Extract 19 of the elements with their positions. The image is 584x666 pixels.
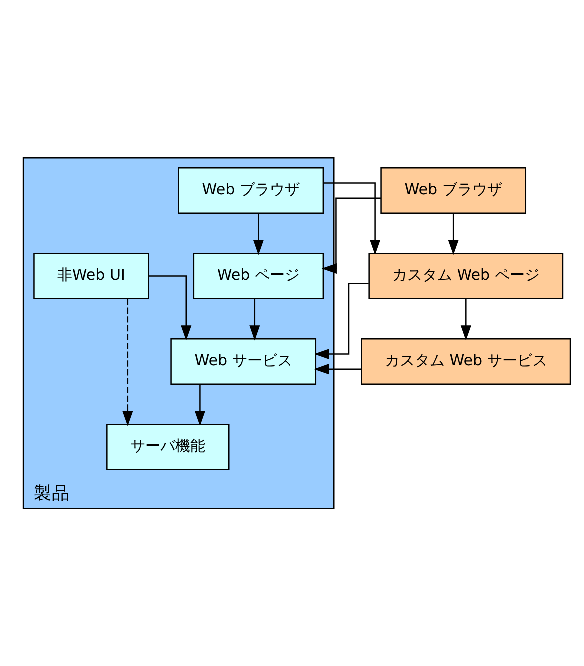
arrow (314, 364, 362, 374)
node-box: 非Web UI (34, 252, 150, 300)
arrow (194, 384, 206, 426)
node-box: Web サービス (170, 338, 317, 385)
node-box: Web ブラウザ (178, 167, 324, 214)
arrow (148, 275, 192, 340)
arrow (460, 298, 472, 340)
node-box: カスタム Web サービス (361, 338, 572, 385)
node-box: Web ページ (193, 252, 324, 300)
arrow (253, 213, 264, 255)
node-box: カスタム Web ページ (368, 252, 564, 300)
arrow (324, 182, 381, 255)
arrow (322, 197, 382, 274)
arrow (250, 298, 260, 340)
arrow (122, 298, 134, 426)
arrow (448, 213, 459, 255)
node-box: サーバ機能 (106, 424, 230, 470)
arrow (314, 282, 369, 360)
node-box: Web ブラウザ (380, 167, 526, 214)
